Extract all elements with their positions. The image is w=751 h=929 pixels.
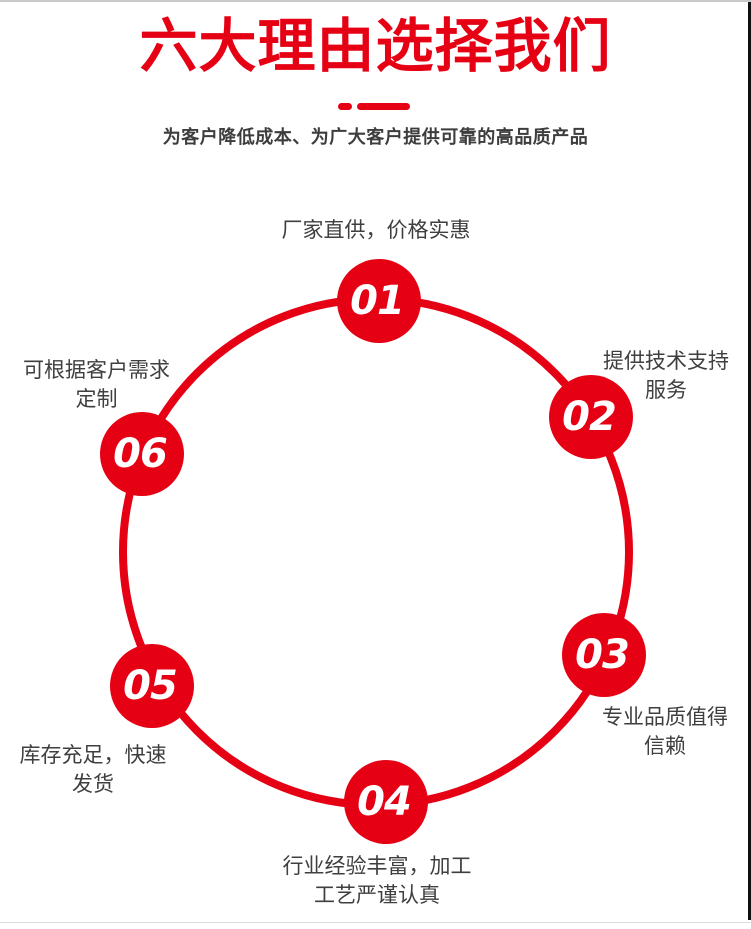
reason-5-number: 05 xyxy=(123,663,178,709)
title-underline-dot xyxy=(338,103,352,110)
reason-2-badge: 02 xyxy=(549,375,633,459)
reason-1-label: 厂家直供，价格实惠 xyxy=(256,216,496,245)
title-underline-bar xyxy=(357,103,410,110)
top-divider-line xyxy=(0,0,751,2)
reason-4-line-1: 行业经验丰富，加工 xyxy=(282,855,472,878)
diagram-ring xyxy=(119,295,633,809)
section-subtitle: 为客户降低成本、为广大客户提供可靠的高品质产品 xyxy=(162,127,589,147)
bottom-divider-line xyxy=(0,922,751,923)
reason-6-label: 可根据客户需求 定制 xyxy=(18,356,175,414)
reason-2-number: 02 xyxy=(562,394,617,440)
reason-6-line-1: 可根据客户需求 xyxy=(23,359,170,382)
reason-4-number: 04 xyxy=(357,779,412,825)
reason-5-label: 库存充足，快速 发货 xyxy=(15,741,171,799)
reason-1-badge: 01 xyxy=(337,259,421,343)
reason-2-line-2: 服务 xyxy=(645,379,687,402)
reason-4-badge: 04 xyxy=(344,760,428,844)
reason-2-label: 提供技术支持 服务 xyxy=(596,347,736,405)
reason-3-number: 03 xyxy=(575,632,630,678)
reason-3-line-1: 专业品质值得 xyxy=(602,706,728,729)
right-edge-line xyxy=(748,2,751,920)
reason-1-number: 01 xyxy=(350,278,405,324)
reason-2-line-1: 提供技术支持 xyxy=(603,350,729,373)
reason-3-line-2: 信赖 xyxy=(644,735,686,758)
reason-4-label: 行业经验丰富，加工 工艺严谨认真 xyxy=(261,852,493,910)
reason-1-line-1: 厂家直供，价格实惠 xyxy=(281,219,471,242)
reason-5-line-2: 发货 xyxy=(72,773,114,796)
reason-6-number: 06 xyxy=(113,431,168,477)
reason-3-badge: 03 xyxy=(562,613,646,697)
reason-5-line-1: 库存充足，快速 xyxy=(19,744,167,767)
reason-6-line-2: 定制 xyxy=(75,388,118,411)
section-title: 六大理由选择我们 xyxy=(139,14,612,79)
reason-3-label: 专业品质值得 信赖 xyxy=(597,703,733,761)
reason-5-badge: 05 xyxy=(110,644,194,728)
reason-6-badge: 06 xyxy=(100,412,184,496)
reason-4-line-2: 工艺严谨认真 xyxy=(314,884,440,907)
